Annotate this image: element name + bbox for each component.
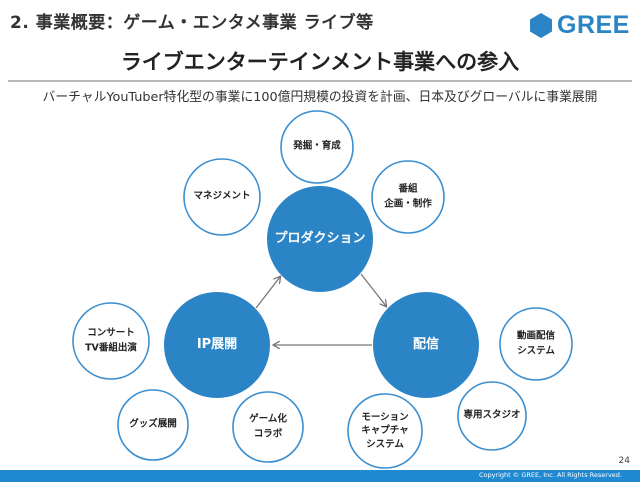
motion-circle: [347, 393, 423, 469]
hexagon-logo-icon: [530, 12, 552, 38]
arrow-ip-to-production: [255, 277, 280, 309]
production-hub-circle: [267, 186, 373, 292]
programs-label: 番組 企画・制作: [384, 183, 432, 209]
collab-label: ゲーム化 コラボ: [249, 413, 287, 439]
concert-label: コンサート TV番組出演: [85, 327, 137, 353]
collab-circle: [232, 391, 304, 463]
motion-label: モーション キャプチャ システム: [361, 412, 409, 450]
ip-hub-label: IP展開: [196, 336, 238, 352]
logo-text: GREE: [557, 10, 630, 39]
title-divider: [8, 80, 632, 82]
production-hub-label: プロダクション: [274, 230, 366, 246]
gree-logo: GREE: [529, 10, 630, 40]
management-label: マネジメント: [193, 190, 251, 202]
discovery-label: 発掘・育成: [293, 140, 341, 152]
distribution-hub-circle: [373, 292, 479, 398]
management-circle: [183, 158, 261, 236]
studio-label: 専用スタジオ: [463, 409, 521, 421]
page-number: 24: [618, 456, 630, 466]
goods-label: グッズ展開: [129, 418, 177, 430]
studio-circle: [457, 381, 527, 451]
footer-bar: Copyright © GREE, Inc. All Rights Reserv…: [0, 470, 640, 482]
section-title: 2. 事業概要：ゲーム・エンタメ事業 ライブ等: [10, 13, 374, 33]
video-system-label: 動画配信 システム: [516, 330, 556, 356]
programs-circle: [371, 160, 445, 234]
slide-subtitle: バーチャルYouTuber特化型の事業に100億円規模の投資を計画、日本及びグロ…: [42, 90, 598, 105]
copyright-text: Copyright © GREE, Inc. All Rights Reserv…: [478, 471, 622, 479]
video-system-circle: [499, 307, 573, 381]
discovery-circle: [280, 110, 354, 184]
distribution-hub-label: 配信: [412, 336, 440, 352]
goods-circle: [117, 389, 189, 461]
arrow-production-to-distribution: [360, 273, 386, 306]
ip-hub-circle: [164, 292, 270, 398]
concert-circle: [72, 302, 150, 380]
slide-title: ライブエンターテインメント事業への参入: [120, 50, 520, 74]
